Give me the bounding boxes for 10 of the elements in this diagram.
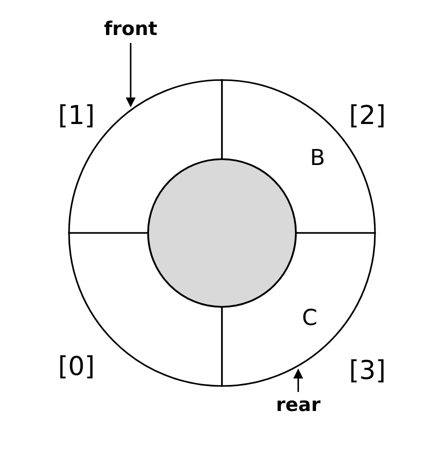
index-label: [1] — [58, 103, 95, 129]
pointer-label: front — [104, 20, 158, 39]
slot-value: C — [302, 308, 318, 330]
index-label: [3] — [349, 358, 386, 384]
arrow — [126, 43, 136, 108]
arrow — [293, 368, 304, 392]
pointer-label: rear — [276, 396, 320, 415]
index-label: [0] — [58, 354, 95, 380]
index-label: [2] — [349, 103, 386, 129]
slot-value: B — [310, 148, 326, 170]
